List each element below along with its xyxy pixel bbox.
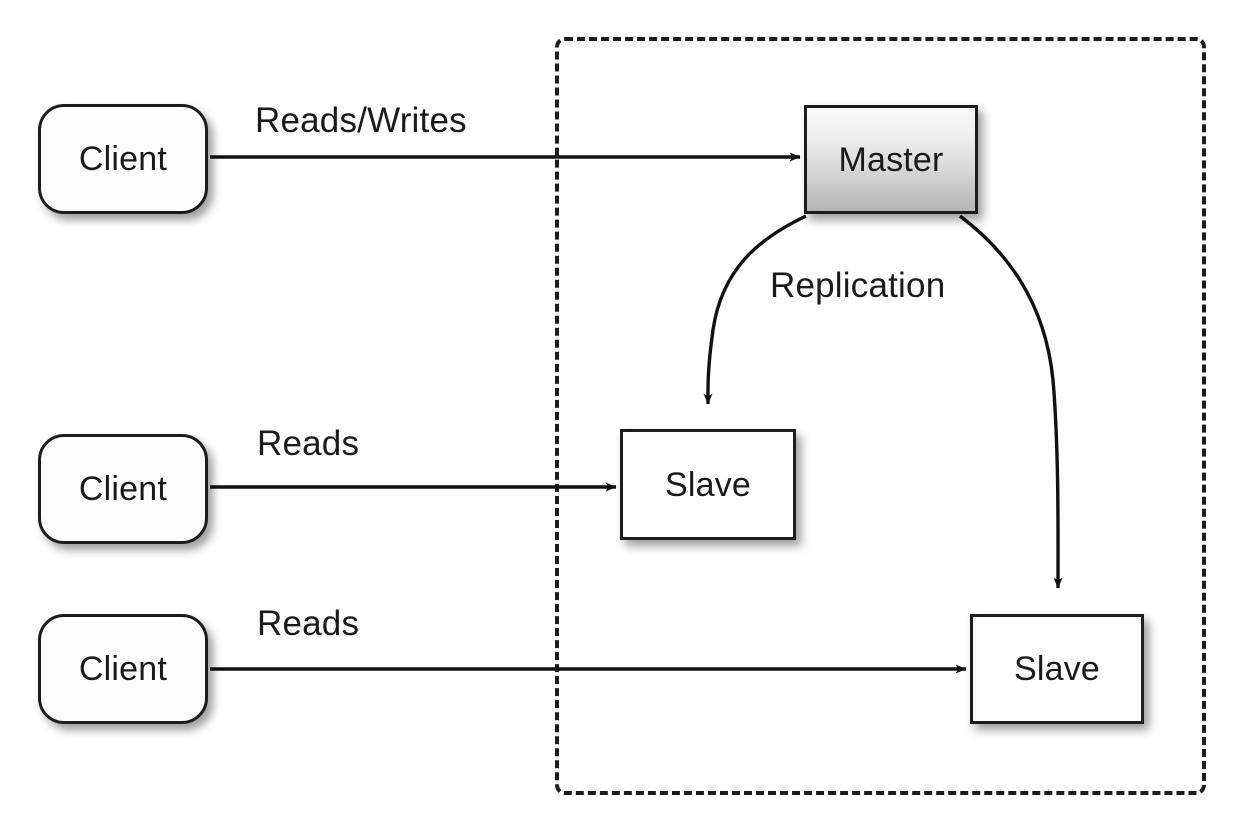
node-client-3[interactable]: Client bbox=[38, 614, 208, 724]
node-master-label: Master bbox=[838, 140, 944, 179]
node-master[interactable]: Master bbox=[804, 105, 978, 214]
edge-label-reads-slave-2: Reads bbox=[257, 604, 360, 643]
edge-label-replication: Replication bbox=[770, 266, 946, 305]
edge-label-reads-slave-1: Reads bbox=[257, 424, 360, 463]
node-slave-2-label: Slave bbox=[1013, 650, 1101, 688]
node-client-2-label: Client bbox=[78, 470, 168, 508]
node-client-1-label: Client bbox=[78, 140, 168, 178]
node-slave-1[interactable]: Slave bbox=[620, 429, 796, 540]
edge-label-reads-writes: Reads/Writes bbox=[255, 101, 467, 140]
node-slave-2[interactable]: Slave bbox=[970, 614, 1144, 724]
node-slave-1-label: Slave bbox=[664, 465, 752, 504]
node-client-3-label: Client bbox=[78, 650, 168, 688]
node-client-1[interactable]: Client bbox=[38, 104, 208, 214]
node-client-2[interactable]: Client bbox=[38, 434, 208, 544]
database-cluster-boundary bbox=[555, 37, 1206, 795]
